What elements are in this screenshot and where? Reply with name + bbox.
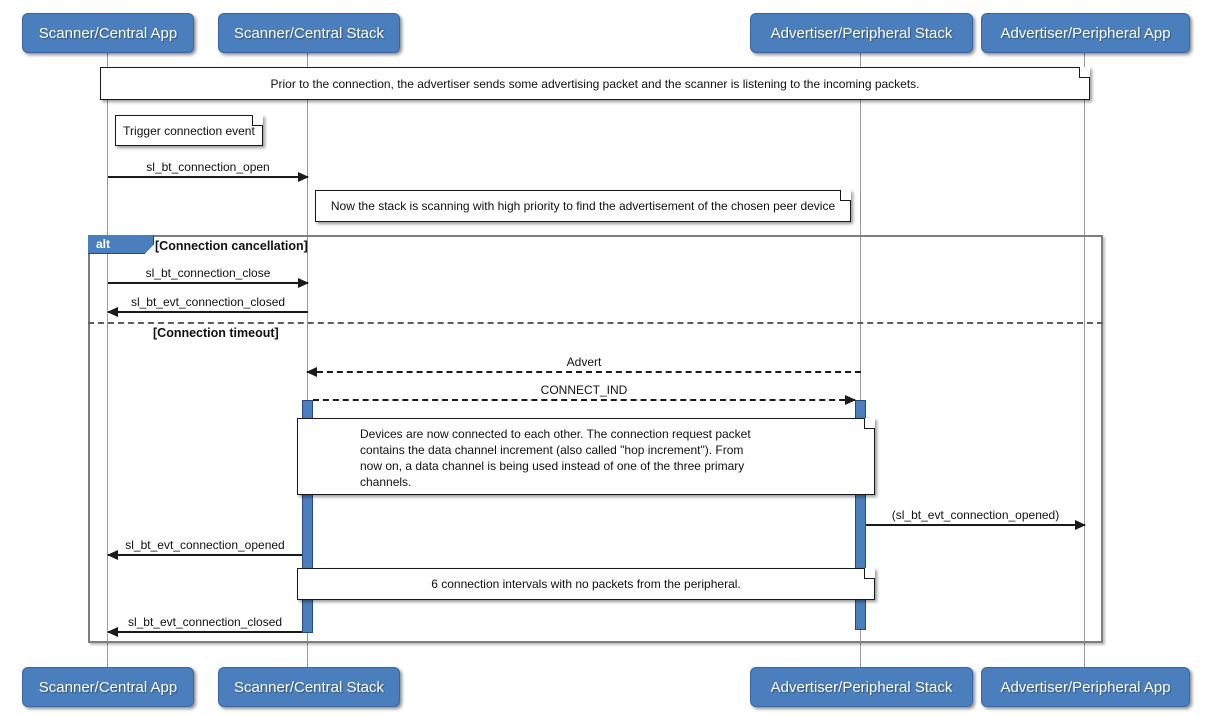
message-connect-ind: CONNECT_IND <box>313 383 856 405</box>
arrowhead-left <box>107 550 118 560</box>
message-sl-bt-evt-connection-closed-cancellation: sl_bt_evt_connection_closed <box>107 295 308 317</box>
participant-scanner-central-stack-bottom: Scanner/Central Stack <box>218 667 400 707</box>
message-label: sl_bt_connection_open <box>146 160 270 174</box>
message-sl-bt-connection-open: sl_bt_connection_open <box>108 160 309 182</box>
guard-connection-cancellation: [Connection cancellation] <box>155 239 308 253</box>
arrowhead-left <box>306 367 317 377</box>
note-text: Now the stack is scanning with high prio… <box>330 199 836 213</box>
message-sl-bt-evt-connection-opened: sl_bt_evt_connection_opened <box>107 538 302 560</box>
note-line: contains the data channel increment (als… <box>360 443 744 457</box>
message-line <box>107 307 308 317</box>
note-line: now on, a data channel is being used ins… <box>360 459 745 473</box>
message-sl-bt-evt-connection-closed-timeout: sl_bt_evt_connection_closed <box>107 615 302 637</box>
lifeline-scanner-central-app <box>107 53 108 667</box>
activation-bar-scanner-central-stack <box>302 400 313 633</box>
message-line <box>107 627 302 637</box>
message-label: sl_bt_evt_connection_closed <box>127 615 283 629</box>
message-advert: Advert <box>306 355 861 377</box>
message-line <box>313 395 856 405</box>
message-label: Advert <box>566 355 602 369</box>
message-sl-bt-evt-connection-opened-peripheral: (sl_bt_evt_connection_opened) <box>866 508 1086 530</box>
message-line <box>108 278 309 288</box>
participant-scanner-central-app-top: Scanner/Central App <box>22 13 194 53</box>
participant-advertiser-peripheral-stack-top: Advertiser/Peripheral Stack <box>750 13 973 53</box>
message-line <box>108 172 309 182</box>
lifeline-advertiser-peripheral-stack <box>860 53 861 667</box>
participant-scanner-central-app-bottom: Scanner/Central App <box>22 667 194 707</box>
note-fold-corner <box>840 190 851 201</box>
message-sl-bt-connection-close: sl_bt_connection_close <box>108 266 309 288</box>
participant-scanner-central-stack-top: Scanner/Central Stack <box>218 13 400 53</box>
note-fold-corner <box>1079 67 1090 78</box>
arrowhead-left <box>107 627 118 637</box>
note-fold-corner <box>864 418 875 429</box>
lifeline-scanner-central-stack <box>307 53 308 667</box>
message-label: sl_bt_evt_connection_opened <box>125 538 285 552</box>
note-line: channels. <box>360 475 412 489</box>
note-fold-corner <box>252 115 263 126</box>
note-text: 6 connection intervals with no packets f… <box>431 577 741 591</box>
note-text: Prior to the connection, the advertiser … <box>270 76 920 91</box>
arrowhead-right <box>1075 520 1086 530</box>
arrowhead-right <box>298 172 309 182</box>
participant-advertiser-peripheral-app-top: Advertiser/Peripheral App <box>981 13 1190 53</box>
message-label: sl_bt_evt_connection_closed <box>130 295 286 309</box>
arrowhead-left <box>107 307 118 317</box>
arrowhead-right <box>845 395 856 405</box>
note-connection-intervals: 6 connection intervals with no packets f… <box>297 568 875 600</box>
alt-frame-divider <box>88 322 1103 324</box>
alt-frame-operator-tab: alt <box>88 235 154 254</box>
arrowhead-right <box>298 278 309 288</box>
note-text: Devices are now connected to each other.… <box>360 426 812 490</box>
message-label: (sl_bt_evt_connection_opened) <box>891 508 1060 522</box>
message-line <box>866 520 1086 530</box>
note-trigger-connection-event: Trigger connection event <box>115 115 263 146</box>
note-fold-corner <box>864 568 875 579</box>
participant-advertiser-peripheral-app-bottom: Advertiser/Peripheral App <box>981 667 1190 707</box>
message-label: CONNECT_IND <box>540 383 628 397</box>
note-stack-scanning: Now the stack is scanning with high prio… <box>315 190 851 222</box>
note-prior-to-connection: Prior to the connection, the advertiser … <box>100 67 1090 100</box>
message-label: sl_bt_connection_close <box>145 266 271 280</box>
message-line <box>306 367 861 377</box>
message-line <box>107 550 302 560</box>
participant-advertiser-peripheral-stack-bottom: Advertiser/Peripheral Stack <box>750 667 973 707</box>
activation-bar-advertiser-peripheral-stack <box>855 400 866 630</box>
note-devices-connected: Devices are now connected to each other.… <box>297 418 875 495</box>
guard-connection-timeout: [Connection timeout] <box>153 326 279 340</box>
lifeline-advertiser-peripheral-app <box>1084 53 1085 667</box>
note-line: Devices are now connected to each other.… <box>360 427 751 441</box>
note-text: Trigger connection event <box>123 123 255 138</box>
alt-frame <box>88 235 1103 643</box>
